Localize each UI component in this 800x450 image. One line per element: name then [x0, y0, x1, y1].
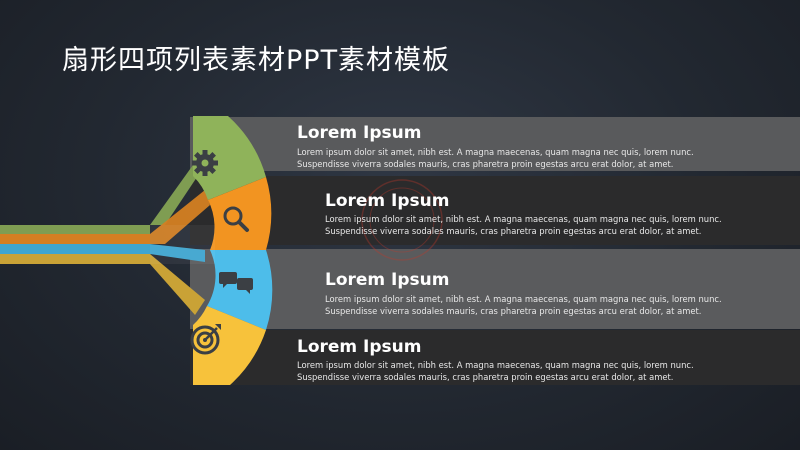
item-band-1: [190, 117, 800, 171]
item-1-heading: Lorem Ipsum: [297, 123, 422, 143]
sector-green: [193, 116, 266, 200]
incoming-stripes: [0, 165, 210, 315]
item-2-line-2: Suspendisse viverra sodales mauris, cras…: [325, 226, 702, 236]
chat-icon: [219, 272, 253, 294]
item-4-heading: Lorem Ipsum: [297, 337, 422, 357]
slide-title: 扇形四项列表素材PPT素材模板: [62, 45, 451, 76]
item-1-line-2: Suspendisse viverra sodales mauris, cras…: [297, 159, 674, 169]
item-1-line-1: Lorem ipsum dolor sit amet, nibh est. A …: [297, 147, 694, 157]
fan-sectors: [193, 116, 273, 385]
gear-icon: [192, 150, 218, 176]
item-3-heading: Lorem Ipsum: [325, 270, 450, 290]
item-band-4: [190, 330, 800, 385]
item-3-line-1: Lorem ipsum dolor sit amet, nibh est. A …: [325, 294, 722, 304]
item-band-2: [190, 176, 800, 245]
item-2-line-1: Lorem ipsum dolor sit amet, nibh est. A …: [325, 214, 722, 224]
item-4-line-2: Suspendisse viverra sodales mauris, cras…: [297, 372, 674, 382]
item-3-line-2: Suspendisse viverra sodales mauris, cras…: [325, 306, 702, 316]
stripe-yellow: [0, 254, 150, 264]
item-2-heading: Lorem Ipsum: [325, 191, 450, 211]
watermark-stamp: [361, 179, 443, 261]
target-icon: [190, 324, 221, 355]
stripe-orange: [0, 234, 150, 244]
sector-yellow: [193, 306, 266, 385]
stripe-blue: [0, 244, 150, 254]
item-band-3: [190, 249, 800, 329]
search-icon: [223, 206, 249, 232]
stripe-green: [0, 225, 150, 234]
item-4-line-1: Lorem ipsum dolor sit amet, nibh est. A …: [297, 360, 694, 370]
